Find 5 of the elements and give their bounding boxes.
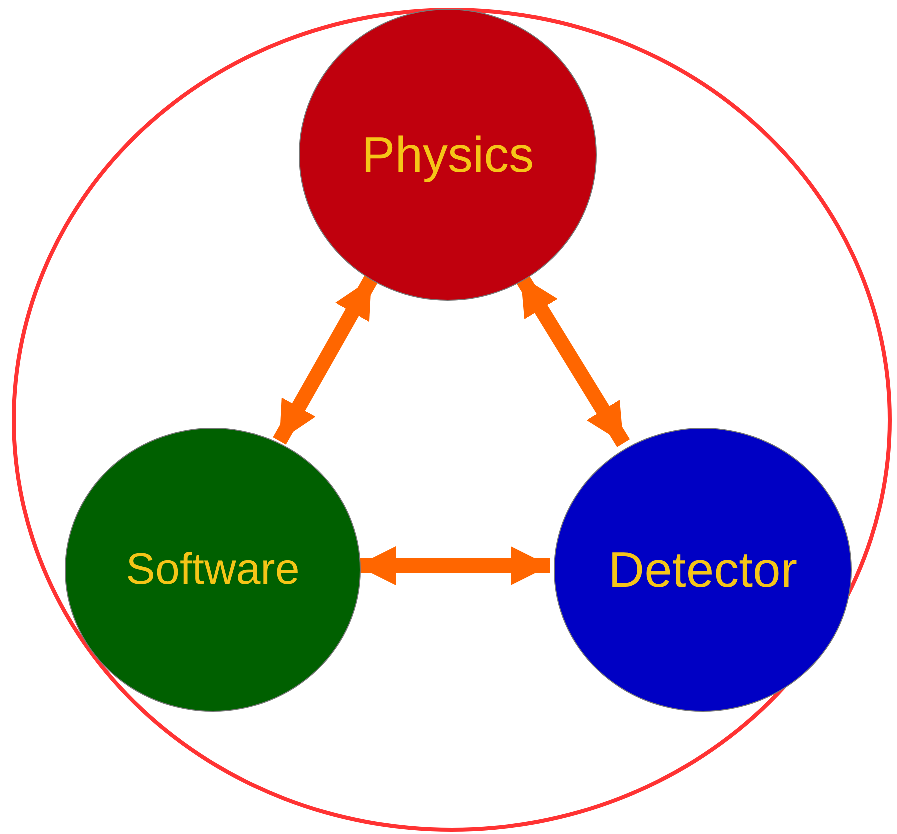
node-label: Detector bbox=[608, 545, 798, 595]
node-label: Physics bbox=[362, 130, 534, 180]
outer-ellipse bbox=[12, 8, 892, 832]
node-label: Software bbox=[126, 548, 300, 592]
double-arrow bbox=[273, 274, 378, 445]
